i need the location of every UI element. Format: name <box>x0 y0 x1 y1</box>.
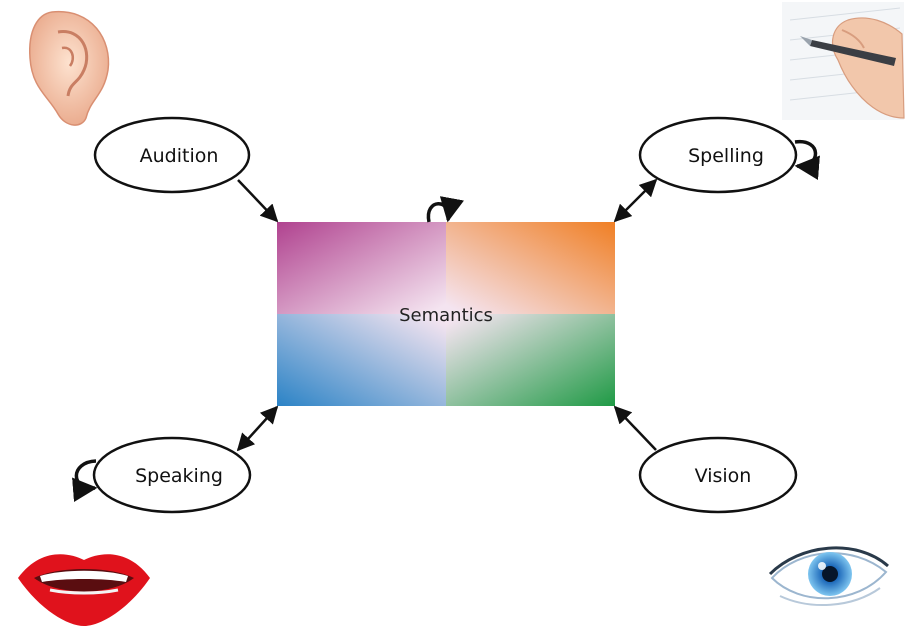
node-audition: Audition <box>93 116 251 194</box>
spelling-ellipse <box>638 116 798 194</box>
speaking-ellipse <box>92 436 252 514</box>
spelling-self-loop <box>794 140 820 180</box>
node-speaking: Speaking <box>92 436 252 514</box>
semantics-label: Semantics <box>399 305 493 326</box>
quadrant-bottom-left <box>277 314 446 406</box>
audition-label: Audition <box>140 145 219 167</box>
quadrant-bottom-right <box>446 314 615 406</box>
edge-audition-to-semantics <box>237 179 279 223</box>
node-vision: Vision <box>638 436 798 514</box>
writing-hand-icon <box>782 2 905 120</box>
vision-label: Vision <box>695 465 752 487</box>
semantics-self-loop <box>426 196 464 223</box>
quadrant-top-right <box>446 222 615 314</box>
ear-icon <box>29 11 110 126</box>
speaking-self-loop <box>72 459 98 502</box>
edge-spelling-semantics <box>613 178 658 223</box>
spelling-label: Spelling <box>688 145 764 167</box>
speaking-label: Speaking <box>135 465 223 487</box>
edge-vision-to-semantics <box>613 405 657 451</box>
audition-ellipse <box>93 116 251 194</box>
quadrant-top-left <box>277 222 446 314</box>
eye-icon <box>768 546 889 606</box>
node-spelling: Spelling <box>638 116 798 194</box>
semantics-box: Semantics <box>277 222 615 406</box>
lips-icon <box>18 554 150 626</box>
vision-ellipse <box>638 436 798 514</box>
edge-speaking-semantics <box>236 405 279 452</box>
